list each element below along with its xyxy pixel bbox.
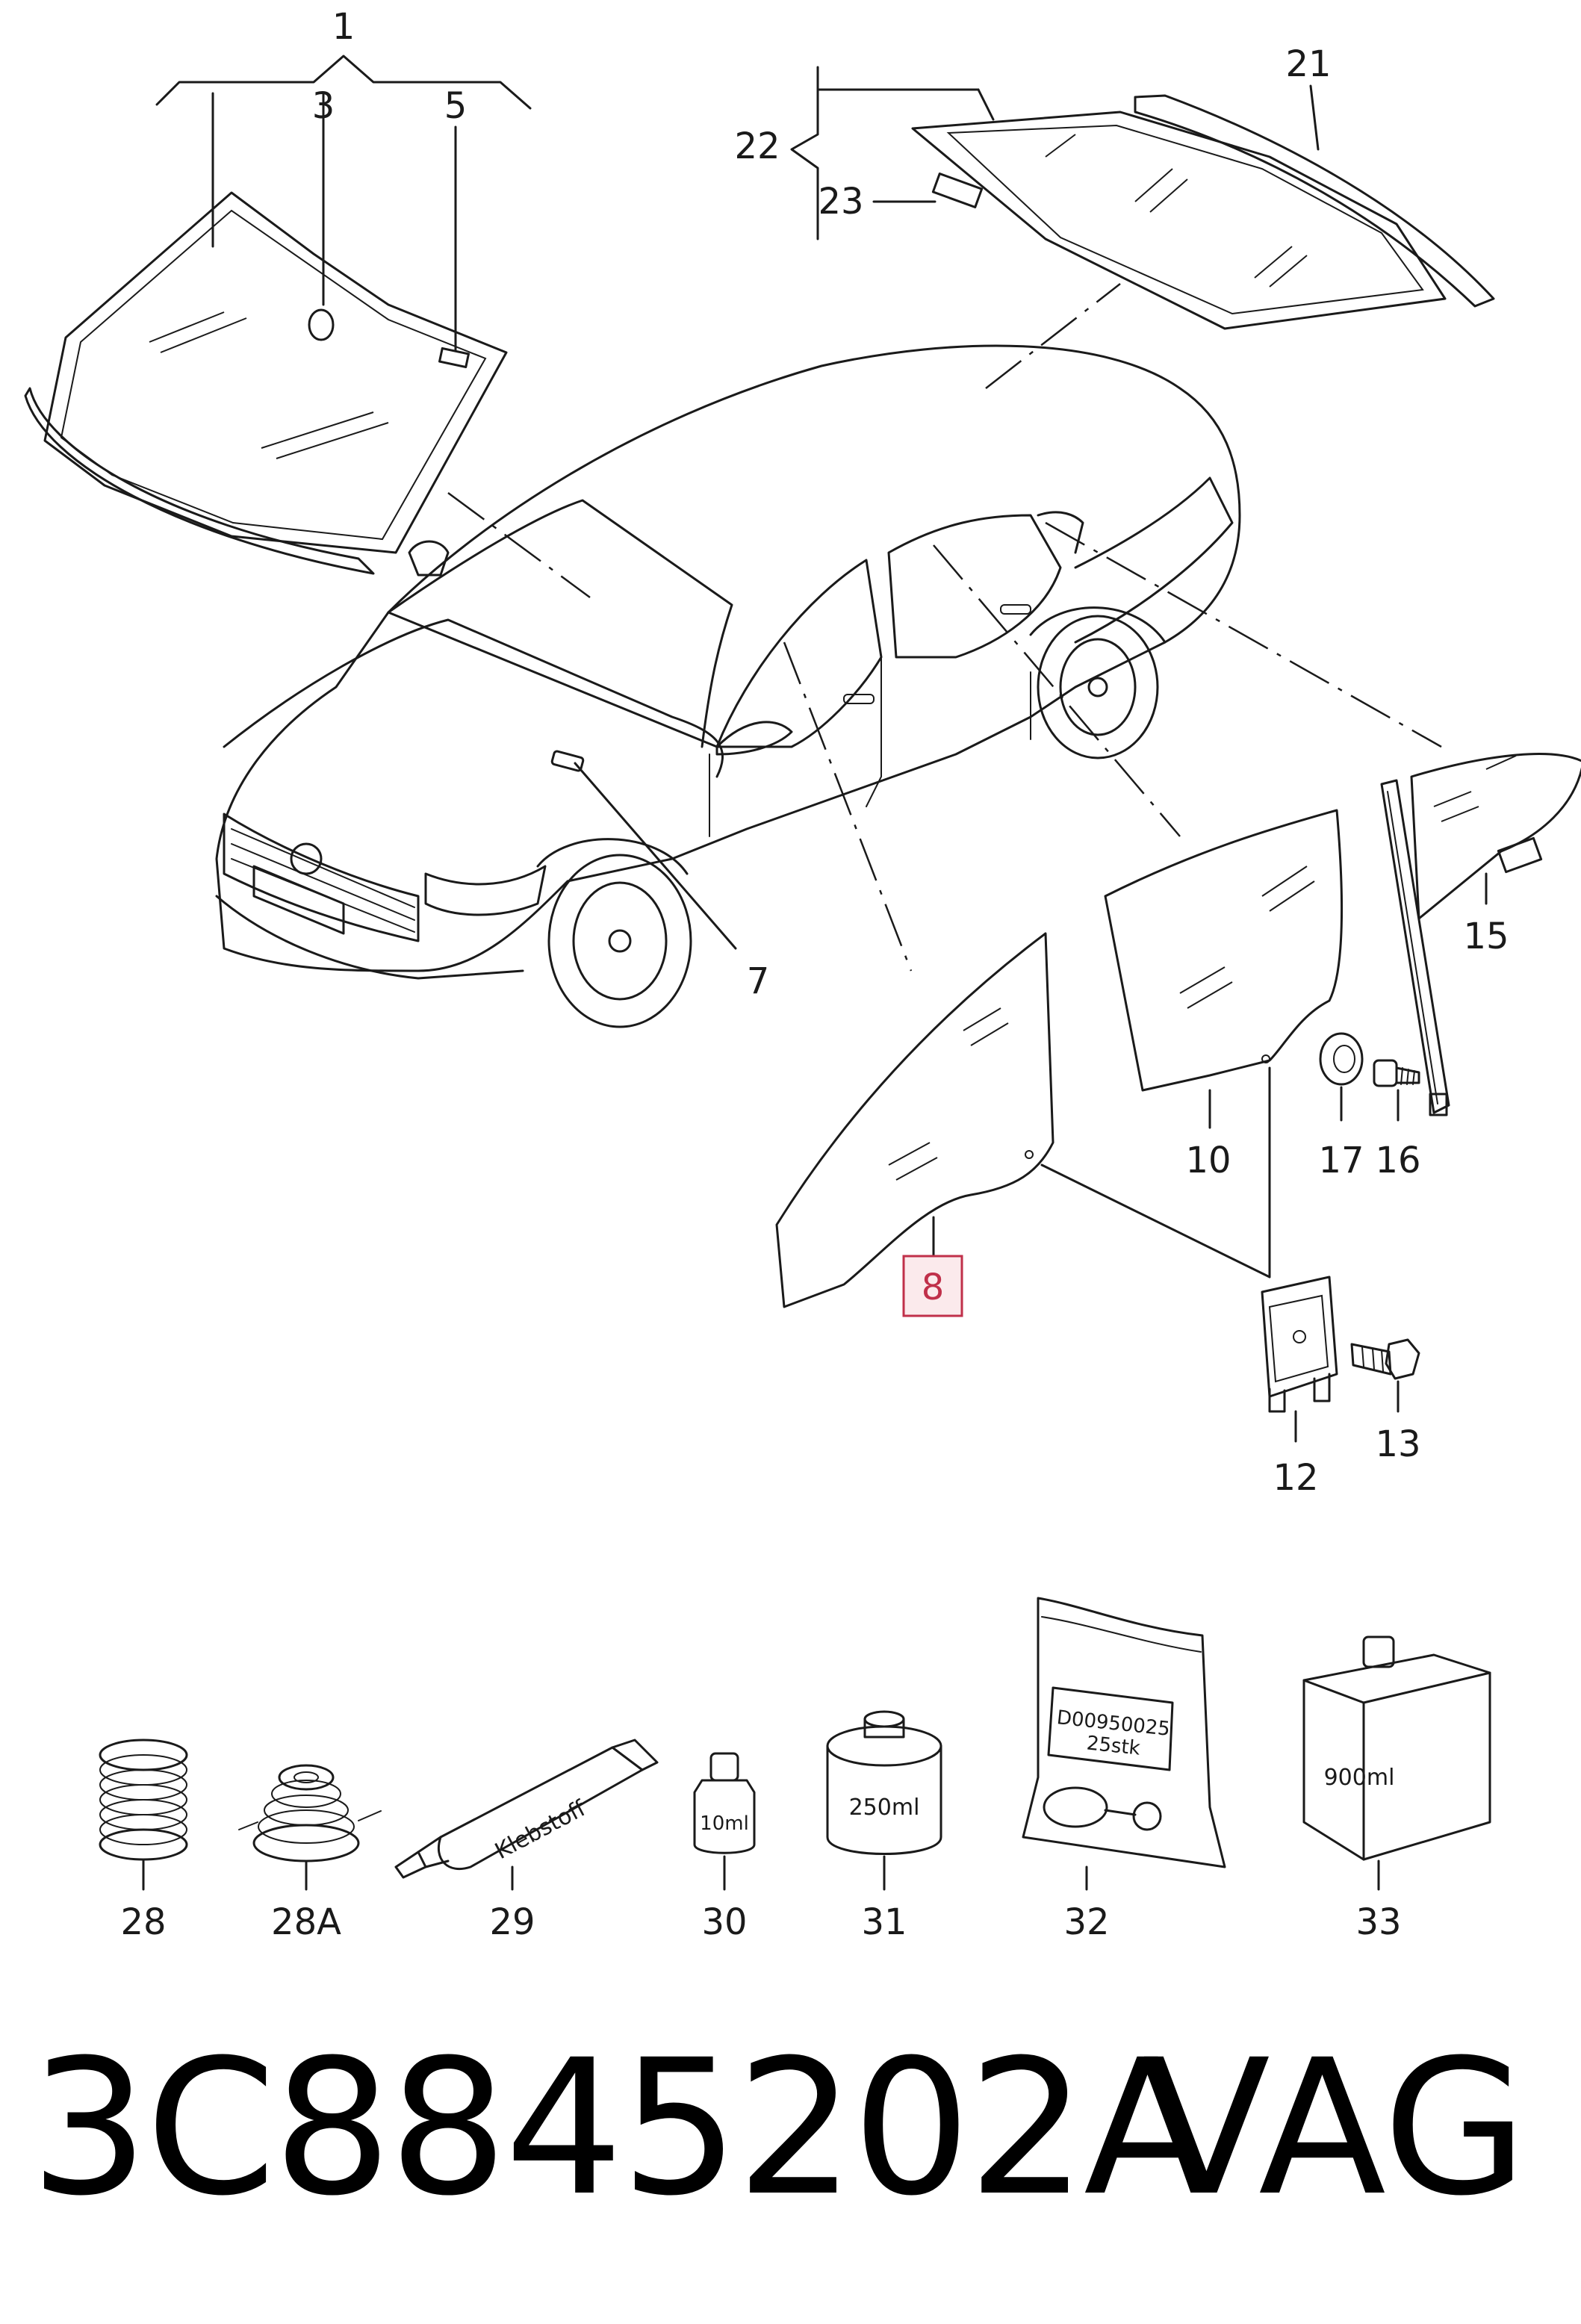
adhesive-container-box[interactable]: 900ml (1302, 1635, 1491, 1861)
assignment-lines (447, 283, 1442, 972)
footer: 3C8845202A VAG (30, 2016, 1553, 2240)
callout-3: 3 (312, 85, 335, 127)
quarter-glass[interactable] (1410, 753, 1581, 920)
front-door-glass[interactable] (775, 932, 1054, 1308)
car-body (215, 344, 1241, 1028)
callout-31: 31 (861, 1901, 907, 1943)
callout-1-bracket (155, 55, 532, 351)
primer-can[interactable]: 250ml (826, 1710, 942, 1855)
callout-8-highlight-box[interactable] (902, 1255, 963, 1317)
bag-qty: 25stk (1086, 1732, 1142, 1759)
screw-16[interactable] (1373, 1059, 1420, 1087)
bottle-small-label: 10ml (700, 1812, 749, 1835)
callout-33: 33 (1355, 1901, 1401, 1943)
adhesive-tube[interactable]: Klebstoff (394, 1739, 659, 1879)
rear-window[interactable] (911, 94, 1495, 330)
quarter-glass-channel[interactable] (1380, 779, 1450, 1116)
box-label: 900ml (1324, 1765, 1395, 1791)
callout-28a: 28A (271, 1901, 341, 1943)
callout-21: 21 (1285, 43, 1331, 85)
windshield[interactable] (24, 191, 508, 575)
callout-28: 28 (120, 1901, 166, 1943)
window-to-bracket-line (1040, 1163, 1271, 1278)
callout-32: 32 (1063, 1901, 1109, 1943)
repair-kit-bag[interactable]: D00950025 25stk (1022, 1597, 1226, 1868)
callout-15: 15 (1463, 916, 1509, 957)
callout-17: 17 (1318, 1140, 1364, 1181)
primer-bottle-small[interactable]: 10ml (693, 1752, 756, 1854)
callout-5: 5 (444, 85, 468, 127)
can-label: 250ml (849, 1795, 920, 1821)
grommet[interactable] (1319, 1032, 1364, 1086)
callout-22: 22 (734, 125, 780, 167)
callout-23: 23 (818, 181, 863, 223)
callout-10: 10 (1185, 1140, 1231, 1181)
part-number: 3C8845202A (30, 2019, 1211, 2237)
sealing-cord-coil[interactable] (99, 1739, 188, 1861)
callout-22-bracket (790, 66, 1320, 240)
callout-1: 1 (332, 6, 355, 48)
tube-label: Klebstoff (491, 1795, 591, 1865)
callout-29: 29 (489, 1901, 535, 1943)
callout-16: 16 (1375, 1140, 1420, 1181)
callout-30: 30 (701, 1901, 747, 1943)
callout-7: 7 (747, 960, 770, 1002)
sealing-cord-cone[interactable] (238, 1764, 382, 1862)
rear-door-glass[interactable] (1104, 809, 1344, 1092)
callout-7-leader (574, 762, 737, 950)
callout-12: 12 (1273, 1457, 1318, 1499)
bolt-13[interactable] (1350, 1338, 1420, 1380)
window-bracket[interactable] (1261, 1276, 1338, 1413)
callout-13: 13 (1375, 1423, 1420, 1465)
brand-name: VAG (1143, 2019, 1528, 2237)
callout-8: 8 (922, 1267, 945, 1308)
